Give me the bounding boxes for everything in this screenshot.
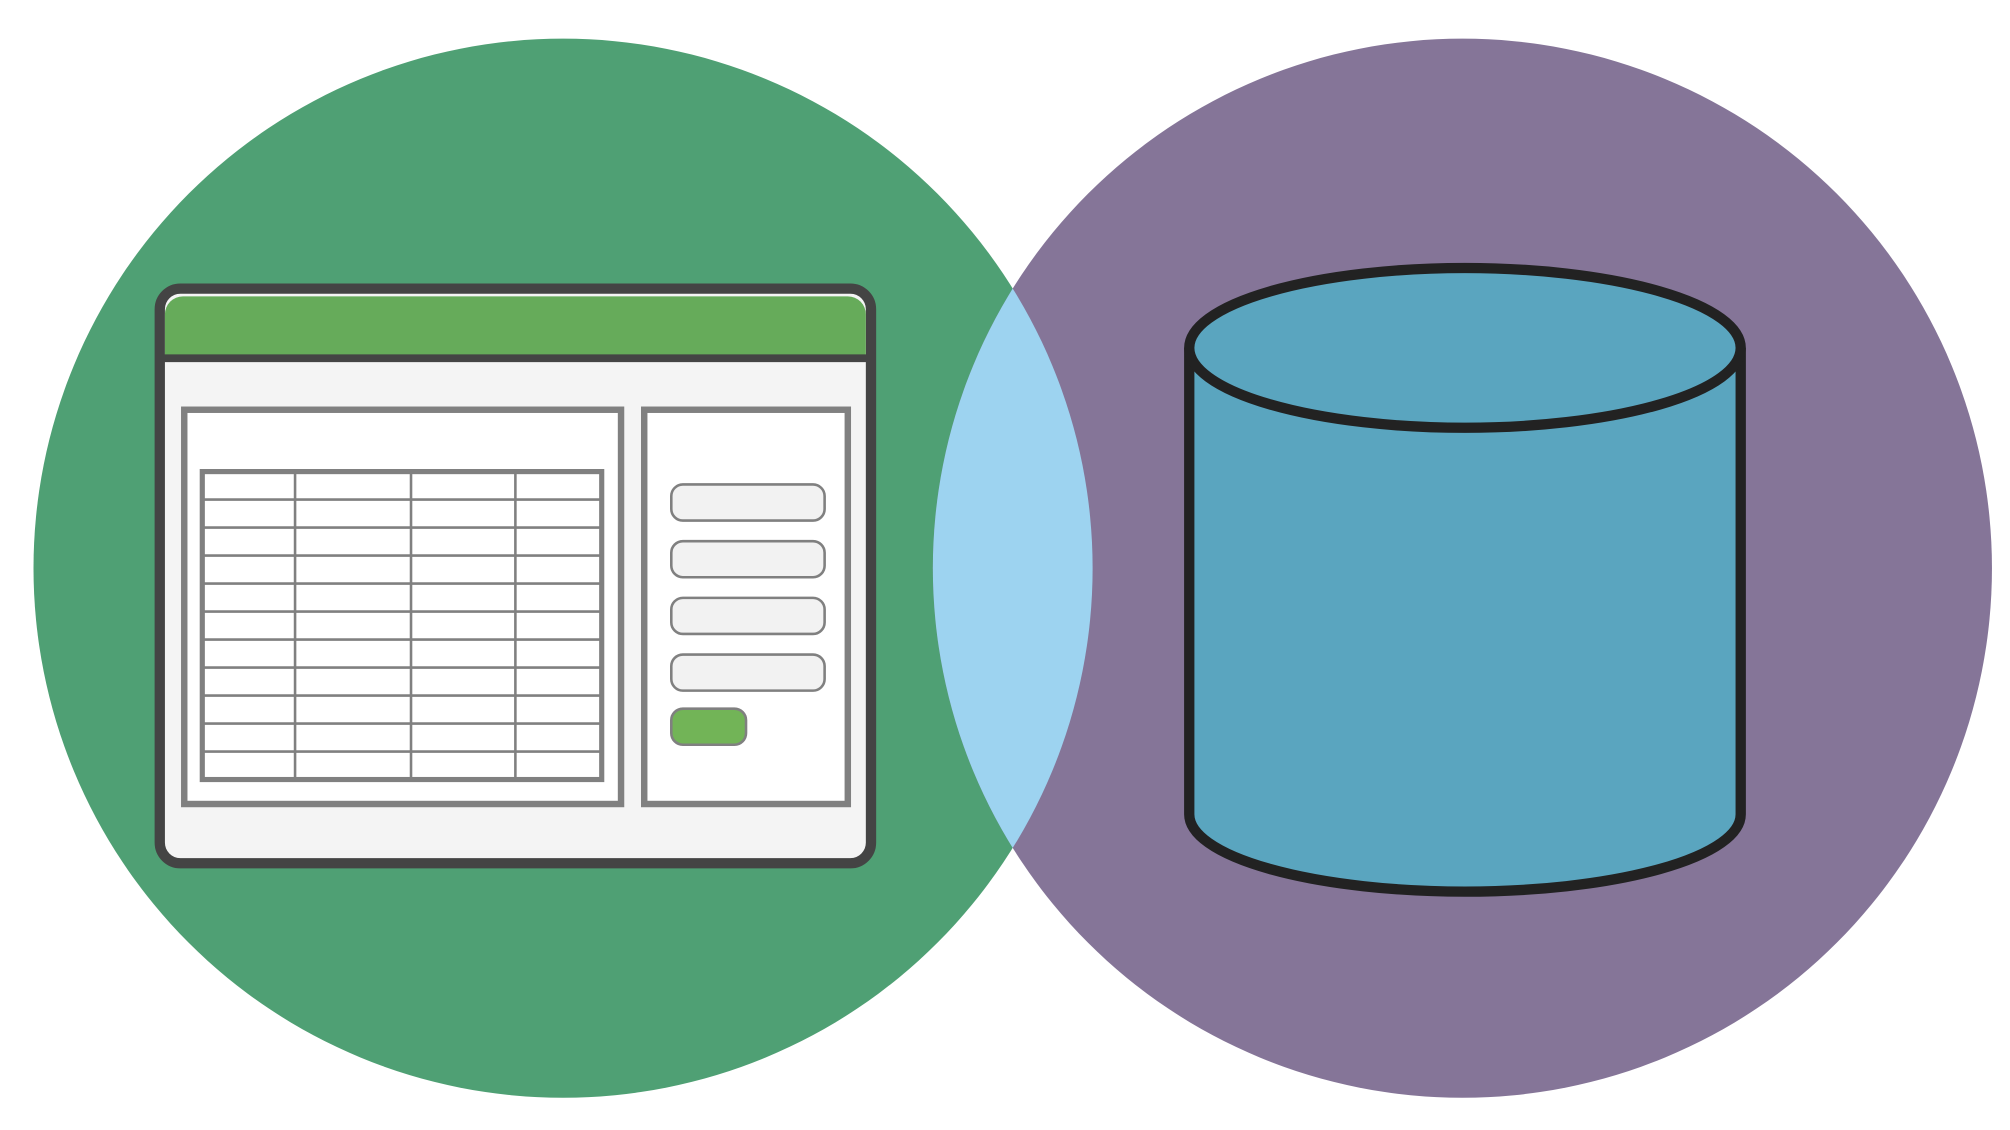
form-input [670,596,826,636]
data-table [199,469,605,783]
form-input [670,539,826,579]
form-input [670,483,826,522]
title-bar [164,296,866,356]
table-border [199,469,605,783]
database-cylinder-icon [1184,262,1746,897]
form-input [670,653,826,692]
application-window-icon [154,283,877,869]
form [670,483,826,747]
submit-button [670,707,748,747]
